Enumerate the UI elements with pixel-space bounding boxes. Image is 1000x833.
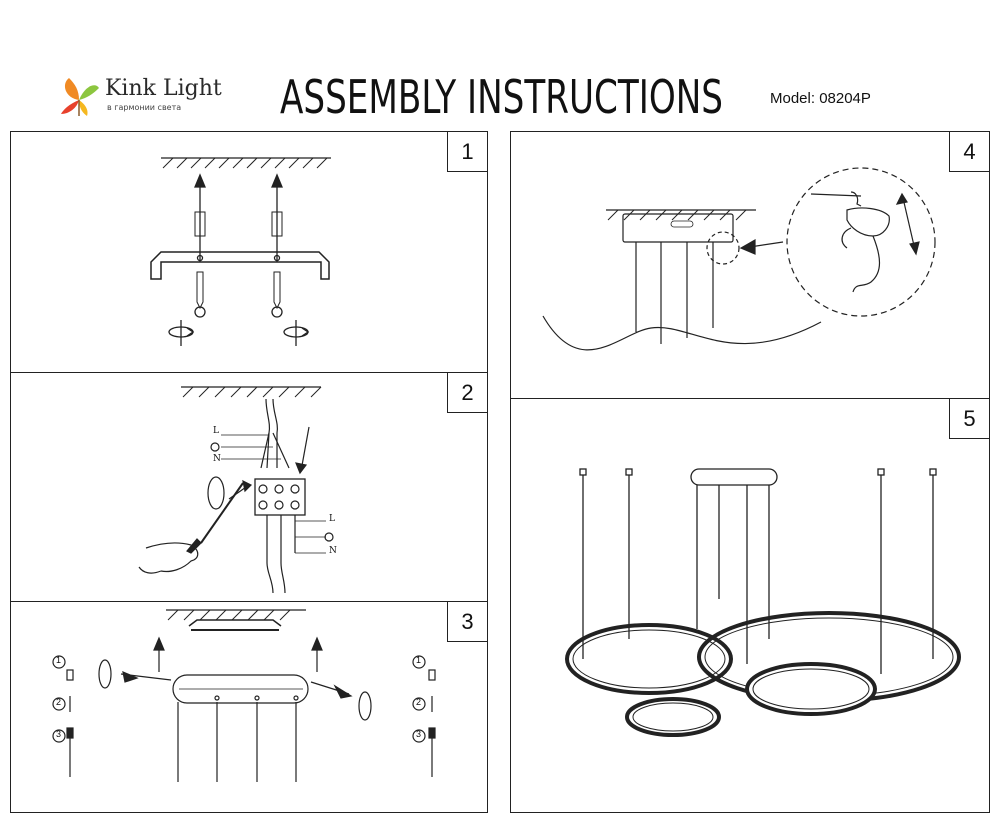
canopy-installation-diagram (52, 609, 436, 782)
step-number: 4 (949, 132, 989, 172)
wire-label-n-top: N (213, 454, 221, 464)
step-3-marker-2-left: 2 (56, 697, 62, 707)
step-5-panel: 5 (510, 398, 990, 813)
wire-label-l-top: L (213, 426, 219, 436)
brand-name: Kink Light (105, 76, 222, 101)
step-2-panel: 2 L N L N (10, 372, 488, 602)
assembled-chandelier-diagram (565, 468, 961, 737)
step-3-marker-2-right: 2 (416, 697, 422, 707)
step-number: 3 (447, 602, 487, 642)
step-3-panel: 3 1 2 3 1 2 3 (10, 601, 488, 813)
step-3-marker-1-left: 1 (56, 655, 62, 665)
step-1-panel: 1 (10, 131, 488, 373)
page-title-text: ASSEMBLY INSTRUCTIONS (280, 70, 723, 124)
model-number: Model: 08204P (770, 90, 871, 107)
wiring-diagram (138, 386, 334, 594)
step-3-marker-1-right: 1 (416, 655, 422, 665)
mounting-bracket-diagram (150, 157, 331, 346)
step-number: 2 (447, 373, 487, 413)
step-number: 5 (949, 399, 989, 439)
step-3-marker-3-left: 3 (56, 729, 62, 739)
step-4-panel: 4 (510, 131, 990, 399)
step-3-marker-3-right: 3 (416, 729, 422, 739)
step-number: 1 (447, 132, 487, 172)
wire-label-l-bottom: L (329, 514, 335, 524)
brand-logo: Kink Light в гармонии света (55, 70, 235, 120)
page-title: ASSEMBLY INSTRUCTIONS (280, 64, 725, 124)
height-adjustment-diagram (542, 167, 936, 351)
wire-label-n-bottom: N (329, 546, 337, 556)
brand-tagline: в гармонии света (107, 103, 182, 112)
logo-leaf-icon (61, 78, 99, 116)
